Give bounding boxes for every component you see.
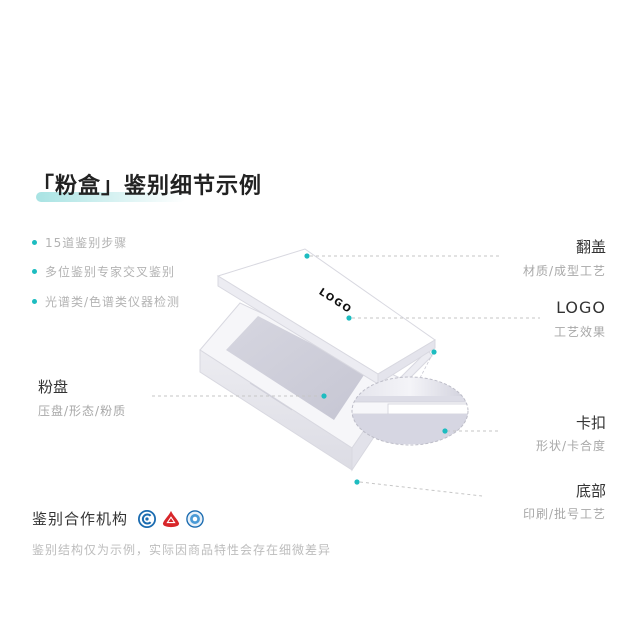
feature-item: 光谱类/色谱类仪器检测 xyxy=(32,293,180,310)
bottom-callout-dot-icon xyxy=(354,479,360,485)
compact-lid: LOGO xyxy=(216,248,436,385)
callout-lid-subtitle: 材质/成型工艺 xyxy=(522,264,606,278)
compact-base xyxy=(199,302,401,472)
feature-text: 光谱类/色谱类仪器检测 xyxy=(45,295,181,309)
powder-pan xyxy=(226,316,366,420)
callout-clasp-subtitle: 形状/卡合度 xyxy=(535,439,606,453)
feature-text: 多位鉴别专家交叉鉴别 xyxy=(45,265,176,279)
callout-lid-title: 翻盖 xyxy=(575,238,606,256)
feature-item: 15道鉴别步骤 xyxy=(32,234,127,251)
clasp-magnifier xyxy=(351,352,469,446)
callout-bottom-subtitle: 印刷/批号工艺 xyxy=(522,507,606,521)
bullet-dot-icon xyxy=(32,240,37,245)
page-title: 「粉盒」鉴别细节示例 xyxy=(32,174,263,199)
callout-logo-subtitle: 工艺效果 xyxy=(553,325,606,339)
lid-callout-dot-icon xyxy=(304,253,310,259)
callout-bottom-title: 底部 xyxy=(575,482,606,500)
partners-row: 鉴别合作机构 xyxy=(32,508,204,529)
cma-badge-icon xyxy=(138,509,157,528)
blue-seal-icon xyxy=(186,509,204,528)
pan-callout-dot-icon xyxy=(321,393,327,399)
clasp-callout-dot-icon xyxy=(442,428,448,434)
callout-lines xyxy=(152,255,540,497)
callout-pan-subtitle: 压盘/形态/粉质 xyxy=(38,404,127,418)
bullet-dot-icon xyxy=(32,299,37,304)
bullet-dot-icon xyxy=(32,269,37,274)
disclaimer-text: 鉴别结构仅为示例，实际因商品特性会存在细微差异 xyxy=(32,543,332,557)
hinge-callout-dot-icon xyxy=(431,349,437,355)
callout-pan-title: 粉盘 xyxy=(38,378,69,396)
title-underline-decoration xyxy=(36,192,186,202)
logo-callout-dot-icon xyxy=(346,315,352,321)
callout-clasp-title: 卡扣 xyxy=(575,414,606,432)
red-drop-emblem-icon xyxy=(162,510,180,527)
callout-logo-title: LOGO xyxy=(556,298,606,317)
feature-item: 多位鉴别专家交叉鉴别 xyxy=(32,263,175,280)
callout-dots xyxy=(304,253,448,485)
feature-text: 15道鉴别步骤 xyxy=(45,236,128,250)
partners-label: 鉴别合作机构 xyxy=(32,510,129,528)
